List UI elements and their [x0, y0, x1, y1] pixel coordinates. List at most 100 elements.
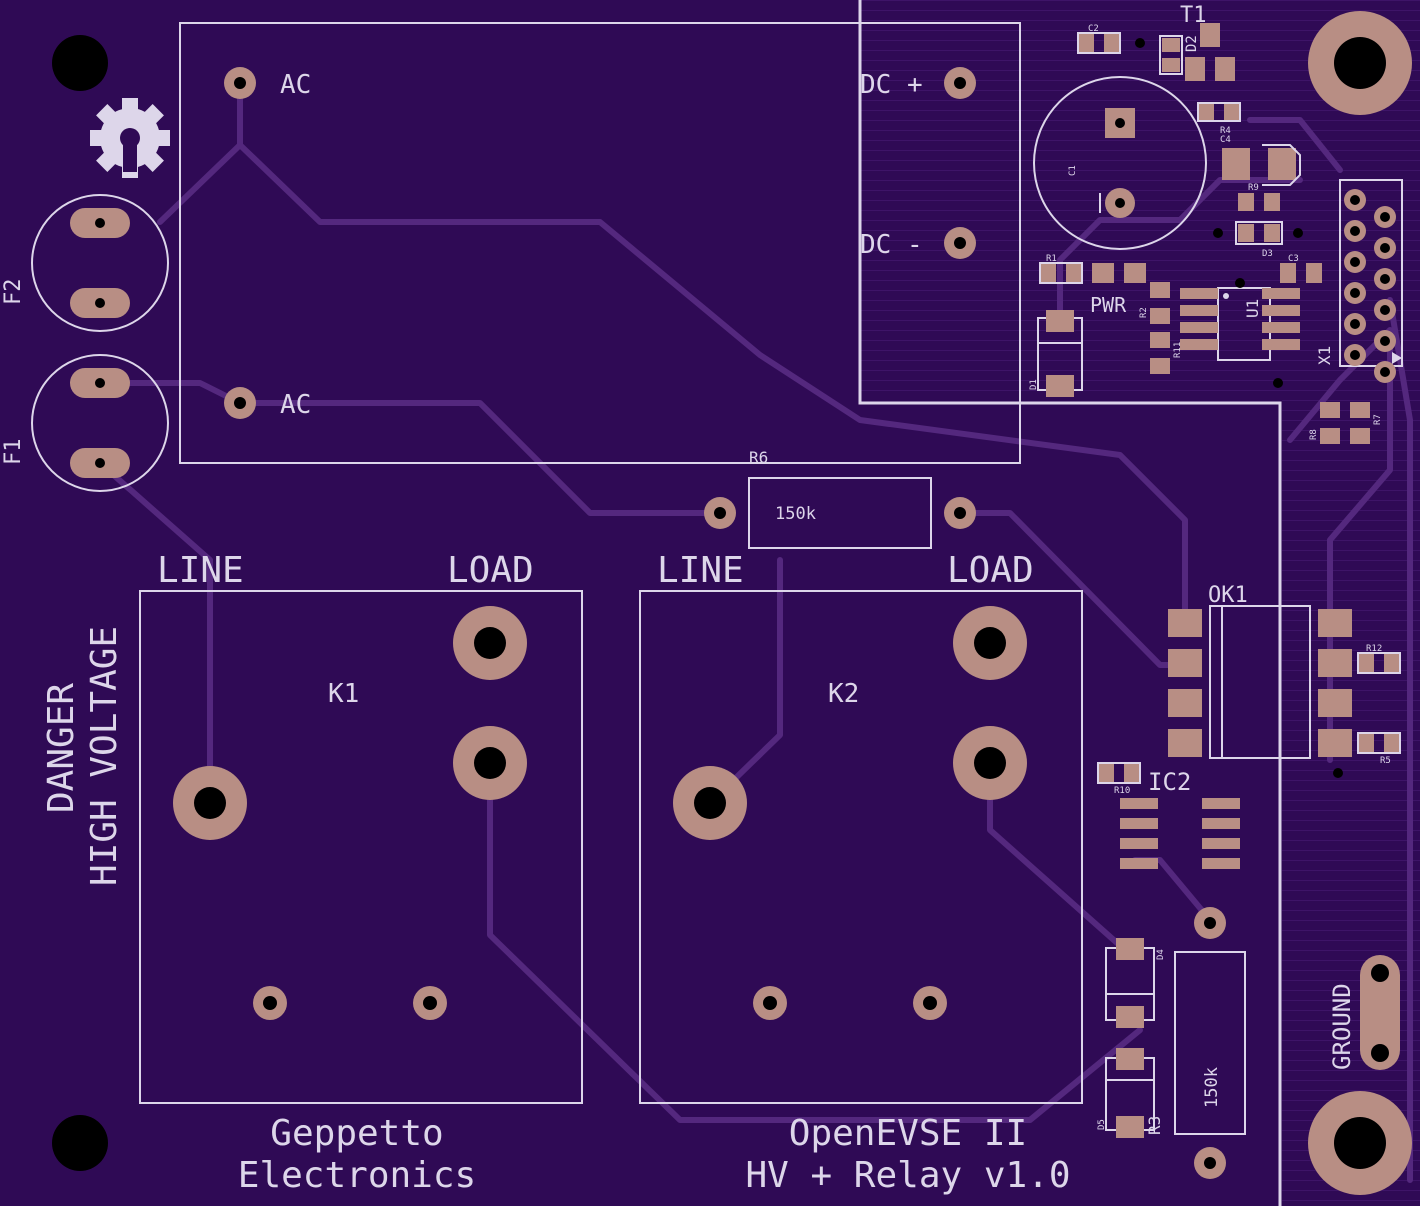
mounting-hole-bottom-left — [52, 1115, 108, 1171]
relay-k2-ref: K2 — [828, 679, 859, 709]
x1-pin-pad — [1344, 220, 1366, 242]
via — [1213, 228, 1223, 238]
d4-diode — [1105, 938, 1155, 1028]
via — [1235, 278, 1245, 288]
fuse-f2-label: F2 — [1, 279, 26, 306]
relay-k1-load-pad-top — [453, 606, 527, 680]
r11-resistor — [1150, 332, 1170, 374]
r3-ref: R3 — [1145, 1116, 1164, 1135]
c1-ref: C1 — [1068, 165, 1078, 176]
psu-label-dc-minus: DC - — [860, 230, 923, 260]
r5-ref: R5 — [1380, 756, 1391, 766]
d3-diode — [1235, 221, 1283, 245]
ground-label: GROUND — [1328, 983, 1356, 1070]
r11-ref: R11 — [1173, 342, 1183, 358]
relay-k2-outline — [639, 590, 1083, 1104]
open-hardware-gear-icon — [90, 98, 170, 178]
r10-ref: R10 — [1114, 786, 1130, 796]
r2-resistor — [1150, 282, 1170, 324]
relay-k1-line-label: LINE — [157, 550, 244, 591]
r12-resistor — [1357, 652, 1401, 674]
d4-ref: D4 — [1156, 949, 1166, 960]
warning-high-voltage: HIGH VOLTAGE — [84, 626, 125, 886]
psu-pin-ac-bottom — [224, 387, 256, 419]
d2-ref: D2 — [1184, 35, 1200, 52]
x1-pin-pad — [1374, 361, 1396, 383]
mounting-hole-top-right — [1308, 11, 1412, 115]
relay-k2-load-label: LOAD — [947, 550, 1034, 591]
d1-diode — [1037, 310, 1083, 397]
x1-pin-pad — [1374, 237, 1396, 259]
r4-ref: R4 — [1220, 126, 1231, 136]
isolation-boundary — [858, 0, 1282, 1206]
relay-k2-line-pad — [673, 766, 747, 840]
relay-k2-load-pad-top — [953, 606, 1027, 680]
fuse-f2 — [31, 194, 169, 332]
x1-pin-pad — [1374, 206, 1396, 228]
r4-resistor — [1197, 102, 1241, 122]
r8-resistor — [1320, 402, 1340, 444]
x1-pin-pad — [1344, 313, 1366, 335]
u1-ref: U1 — [1243, 299, 1262, 318]
r6-pad-left — [704, 497, 736, 529]
mounting-hole-top-left — [52, 35, 108, 91]
c2-ref: C2 — [1088, 24, 1099, 34]
relay-k2-load-pad — [953, 726, 1027, 800]
relay-k1-ref: K1 — [328, 679, 359, 709]
ground-plane-hatch-right — [1282, 400, 1420, 1206]
relay-k1-coil-pad-1 — [253, 986, 287, 1020]
r3-pad-top — [1194, 907, 1226, 939]
d5-diode — [1105, 1048, 1155, 1138]
warning-danger: DANGER — [41, 683, 82, 813]
d2-diode — [1159, 35, 1183, 75]
relay-k1-line-pad — [173, 766, 247, 840]
r1-resistor — [1039, 262, 1083, 284]
relay-k2-coil-pad-2 — [913, 986, 947, 1020]
ok1-ref: OK1 — [1208, 583, 1248, 608]
x1-ref: X1 — [1315, 346, 1334, 365]
r5-resistor — [1357, 732, 1401, 754]
x1-pin-pad — [1344, 344, 1366, 366]
c2-capacitor — [1077, 32, 1121, 54]
c1-capacitor — [1033, 76, 1207, 250]
r7-resistor — [1350, 402, 1370, 444]
pwr-label: PWR — [1090, 293, 1127, 317]
x1-pin-pad — [1344, 189, 1366, 211]
board-title: OpenEVSE II — [789, 1113, 1027, 1154]
fuse-f1 — [31, 354, 169, 492]
psu-module-outline — [179, 22, 1021, 464]
r10-resistor — [1097, 762, 1141, 784]
r3-value: 150k — [1202, 1067, 1222, 1108]
relay-k2-coil-pad-1 — [753, 986, 787, 1020]
r3-pad-bottom — [1194, 1147, 1226, 1179]
r9-resistor — [1238, 193, 1280, 211]
x1-pin-pad — [1374, 330, 1396, 352]
c4-capacitor — [1222, 144, 1301, 186]
t1-transistor — [1185, 23, 1235, 81]
ok1-optocoupler — [1168, 605, 1352, 759]
via — [1333, 768, 1343, 778]
r6-ref: R6 — [749, 448, 768, 467]
via — [1273, 378, 1283, 388]
relay-k1-coil-pad-2 — [413, 986, 447, 1020]
ic2-chip — [1120, 798, 1240, 869]
r9-ref: R9 — [1248, 183, 1259, 193]
r6-value: 150k — [775, 504, 816, 524]
ic2-ref: IC2 — [1148, 768, 1191, 796]
r6-pad-right — [944, 497, 976, 529]
x1-connector — [1339, 179, 1403, 367]
c3-ref: C3 — [1288, 254, 1299, 264]
maker-line-1: Geppetto — [270, 1113, 443, 1154]
psu-pin-dc-plus — [944, 67, 976, 99]
board-subtitle: HV + Relay v1.0 — [745, 1155, 1070, 1196]
fuse-f1-label: F1 — [1, 439, 26, 466]
d1-ref: D1 — [1029, 379, 1039, 390]
psu-pin-ac-top — [224, 67, 256, 99]
r7-ref: R7 — [1373, 414, 1383, 425]
psu-label-ac-bottom: AC — [280, 390, 311, 420]
u1-ic — [1180, 287, 1300, 361]
maker-line-2: Electronics — [238, 1155, 476, 1196]
relay-k1-load-pad — [453, 726, 527, 800]
d3-ref: D3 — [1262, 249, 1273, 259]
x1-pin-pad — [1374, 299, 1396, 321]
